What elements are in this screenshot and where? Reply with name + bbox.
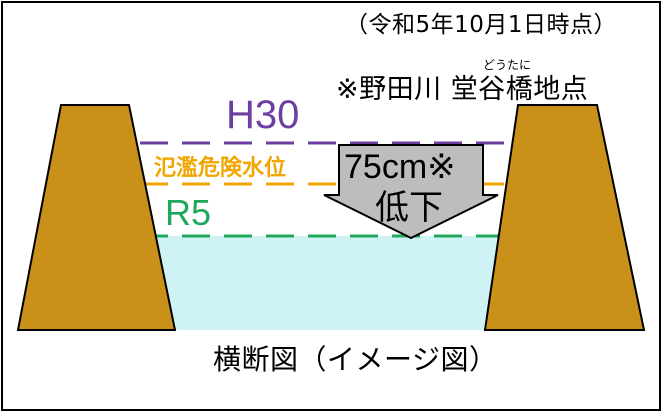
left-bank [16,104,177,331]
location-furigana: どうたに [483,58,532,72]
drop-text-label: 低下 [375,188,443,228]
r5-level-label: R5 [165,192,212,233]
diagram-caption: 横断図（イメージ図） [213,343,498,376]
right-bank [483,104,646,331]
drop-amount-label: 75cm※ [344,148,456,186]
hanran-level-label: 氾濫危険水位 [152,156,289,181]
h30-level-label: H30 [226,93,300,137]
date-note: （令和5年10月1日時点） [345,12,618,38]
location-label: ※野田川 堂谷橋地点 [336,74,589,105]
drop-arrow [323,144,499,240]
water-area [140,236,520,330]
